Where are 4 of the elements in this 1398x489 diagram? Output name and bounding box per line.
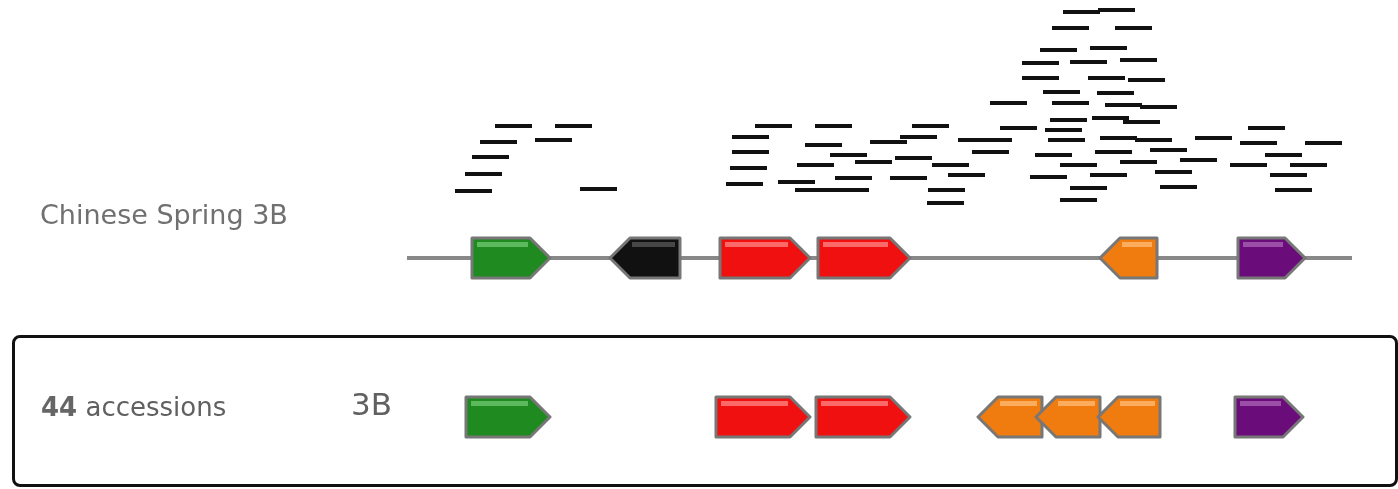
chromosome-label: 3B [351,386,392,422]
accessions-panel [12,335,1398,487]
track-label: Chinese Spring 3B [40,198,289,232]
accession-count: 44 accessions [41,392,227,422]
